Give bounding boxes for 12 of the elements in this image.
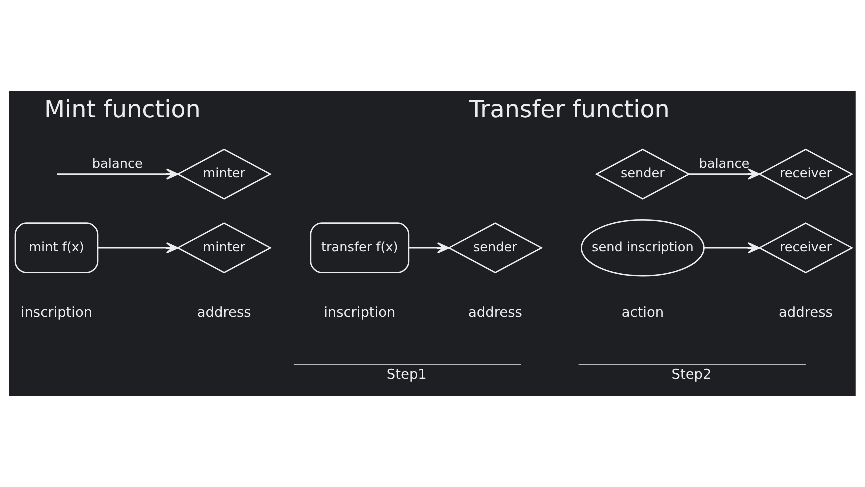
node-label: inscription xyxy=(324,304,396,321)
edge-label: balance xyxy=(699,157,750,172)
node-label: address xyxy=(197,304,252,321)
node-label: inscription xyxy=(20,304,93,321)
label: Transfer function xyxy=(469,95,670,124)
node-label: address xyxy=(779,304,833,321)
node-label: action xyxy=(622,304,664,321)
label: Step2 xyxy=(672,367,712,384)
label: Step1 xyxy=(386,367,427,384)
label: Mint function xyxy=(44,95,201,124)
node-label: address xyxy=(468,304,522,321)
edge-label: balance xyxy=(92,157,143,172)
